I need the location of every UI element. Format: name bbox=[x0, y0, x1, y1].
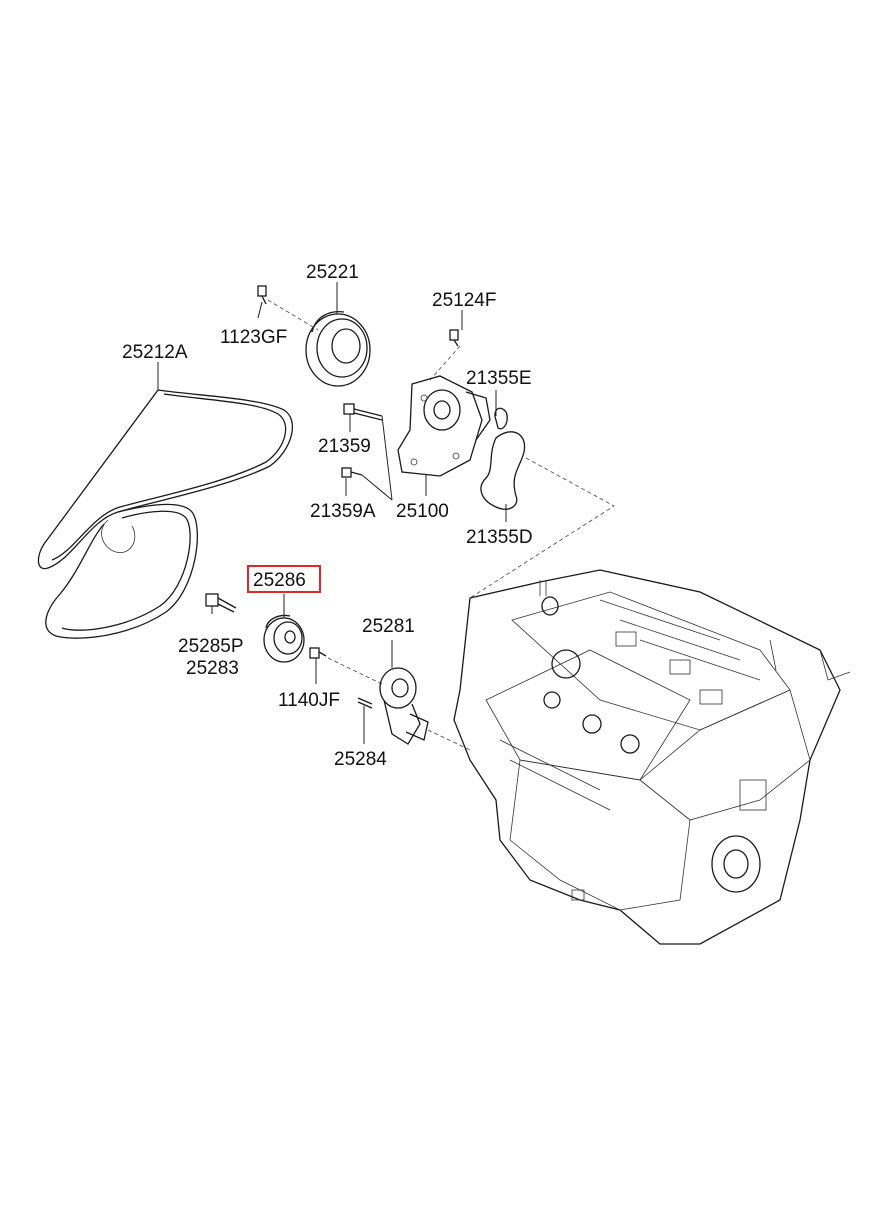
label-25283[interactable]: 25283 bbox=[186, 658, 239, 679]
bolt-1123gf[interactable] bbox=[257, 285, 267, 305]
idler-pulley-25286[interactable] bbox=[263, 614, 305, 663]
water-pump-25100[interactable] bbox=[397, 375, 491, 477]
engine-assembly[interactable] bbox=[453, 569, 851, 945]
label-25286[interactable]: 25286 bbox=[253, 570, 306, 591]
pulley-25221[interactable] bbox=[305, 310, 371, 387]
label-1123gf[interactable]: 1123GF bbox=[220, 327, 287, 348]
label-25221[interactable]: 25221 bbox=[306, 262, 359, 283]
assembly-line bbox=[427, 729, 471, 751]
label-25284[interactable]: 25284 bbox=[334, 749, 387, 770]
label-25100[interactable]: 25100 bbox=[396, 501, 449, 522]
bolt-1140jf[interactable] bbox=[309, 647, 327, 659]
label-21359[interactable]: 21359 bbox=[318, 436, 371, 457]
bolt-25124f[interactable] bbox=[449, 329, 459, 347]
assembly-line bbox=[429, 345, 461, 381]
label-21355e[interactable]: 21355E bbox=[466, 368, 532, 389]
assembly-line bbox=[469, 457, 615, 599]
label-25285p[interactable]: 25285P bbox=[178, 636, 244, 657]
label-21359a[interactable]: 21359A bbox=[310, 501, 376, 522]
label-25281[interactable]: 25281 bbox=[362, 616, 415, 637]
assembly-line bbox=[327, 657, 383, 685]
highlight-box-25286 bbox=[247, 565, 321, 593]
label-1140jf[interactable]: 1140JF bbox=[278, 690, 340, 711]
drive-belt-25212a[interactable] bbox=[37, 389, 294, 639]
label-25124f[interactable]: 25124F bbox=[432, 290, 496, 311]
label-21355d[interactable]: 21355D bbox=[466, 527, 533, 548]
stud-25284[interactable] bbox=[357, 697, 373, 709]
label-25212a[interactable]: 25212A bbox=[122, 342, 188, 363]
tensioner-25281[interactable] bbox=[379, 667, 429, 745]
gasket-21355d[interactable] bbox=[480, 431, 526, 510]
leader-lines bbox=[157, 282, 507, 744]
bolt-21359a[interactable] bbox=[341, 467, 363, 478]
bolt-21359[interactable] bbox=[343, 403, 383, 421]
bolt-25285p[interactable] bbox=[205, 593, 237, 613]
gasket-21355e[interactable] bbox=[494, 407, 508, 430]
assembly-line bbox=[267, 299, 319, 331]
